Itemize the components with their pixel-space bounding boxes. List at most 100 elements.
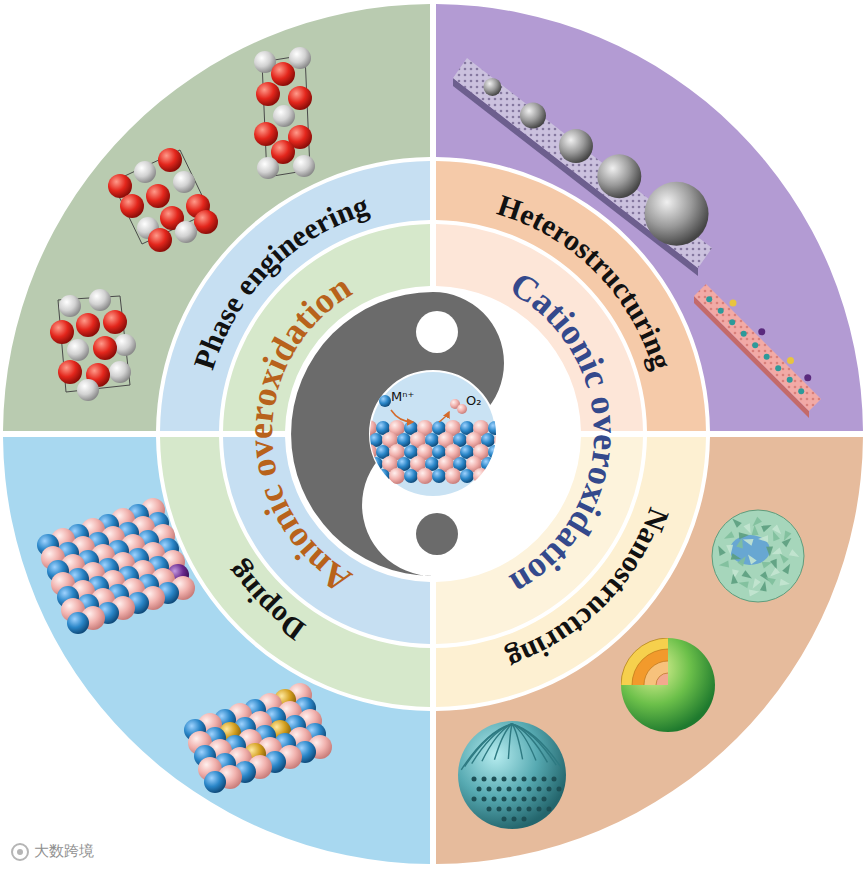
atom xyxy=(417,468,433,484)
atom xyxy=(488,421,502,435)
atom xyxy=(354,456,370,472)
atom xyxy=(473,468,489,484)
nanosheet xyxy=(789,549,799,557)
center-disc xyxy=(370,371,496,497)
pore xyxy=(482,797,487,802)
sheet-edge xyxy=(694,296,809,418)
yin-yang-dot xyxy=(416,513,458,555)
metal-atom xyxy=(134,161,156,183)
nanosheet xyxy=(752,525,759,535)
atom xyxy=(376,469,390,483)
nanoparticle xyxy=(559,129,593,163)
nanosheet xyxy=(748,554,757,564)
atom xyxy=(804,374,811,381)
pore xyxy=(502,817,507,822)
pore xyxy=(527,807,532,812)
watermark-logo xyxy=(12,844,28,860)
metal-atom xyxy=(59,295,81,317)
nanosheet xyxy=(738,581,749,588)
ring-sector xyxy=(436,437,706,707)
atom xyxy=(787,357,794,364)
atom xyxy=(752,342,758,348)
species-label: O₂ xyxy=(466,394,481,407)
pore xyxy=(492,797,497,802)
pore xyxy=(512,777,517,782)
metal-atom xyxy=(109,361,131,383)
nanosheet xyxy=(731,574,738,584)
nanosheet xyxy=(780,579,790,586)
atom xyxy=(741,331,747,337)
rib xyxy=(512,724,556,765)
nanoparticle xyxy=(483,78,501,96)
center-circle: Mⁿ⁺O₂ xyxy=(369,370,497,498)
oxygen-molecule xyxy=(457,404,467,414)
atom xyxy=(432,469,446,483)
nanosheet xyxy=(718,545,726,555)
arrow xyxy=(391,410,413,422)
metal-ion xyxy=(379,395,391,407)
2d-sheet xyxy=(694,284,821,411)
pore xyxy=(537,787,542,792)
metal-atom xyxy=(175,221,197,243)
atom xyxy=(764,354,770,360)
pore xyxy=(512,797,517,802)
pore xyxy=(487,787,492,792)
atom xyxy=(730,300,737,307)
metal-atom xyxy=(289,47,311,69)
nanosheet xyxy=(753,578,761,588)
pore xyxy=(522,797,527,802)
pore xyxy=(552,777,557,782)
atom xyxy=(718,308,724,314)
atom xyxy=(67,612,89,634)
yin-yang-dot xyxy=(416,311,458,353)
nanosheet xyxy=(762,562,773,569)
nanosheet xyxy=(732,518,742,527)
atom xyxy=(488,445,502,459)
atom xyxy=(204,771,226,793)
oxygen-atom xyxy=(108,174,132,198)
atom xyxy=(361,468,377,484)
oxygen-atom xyxy=(146,184,170,208)
atom xyxy=(494,456,510,472)
shell-layer xyxy=(644,661,668,685)
porous-sphere xyxy=(458,721,566,829)
atom xyxy=(348,421,362,435)
nanosheet xyxy=(780,554,789,564)
oxygen-atom xyxy=(254,122,278,146)
pore xyxy=(502,797,507,802)
nanoparticle xyxy=(597,154,641,198)
metal-atom xyxy=(114,334,136,356)
metal-atom xyxy=(67,339,89,361)
pore xyxy=(557,787,562,792)
pore xyxy=(532,797,537,802)
oxygen-atom xyxy=(271,62,295,86)
pore xyxy=(522,817,527,822)
pore xyxy=(537,807,542,812)
pore xyxy=(547,807,552,812)
nanosheet xyxy=(760,571,769,581)
oxygen-atom xyxy=(50,320,74,344)
oxygen-atom xyxy=(158,148,182,172)
pore xyxy=(542,797,547,802)
metal-atom xyxy=(257,157,279,179)
pore xyxy=(487,807,492,812)
arrow xyxy=(439,412,449,422)
pore xyxy=(547,787,552,792)
nanosheet xyxy=(760,581,767,591)
nanoparticle xyxy=(645,182,709,246)
atom xyxy=(404,469,418,483)
nanosheet xyxy=(726,545,733,555)
cutaway xyxy=(621,638,668,685)
pore xyxy=(532,777,537,782)
watermark-logo xyxy=(17,849,23,855)
pore xyxy=(497,807,502,812)
nanosheet xyxy=(766,547,773,557)
metal-atom xyxy=(293,155,315,177)
ring-label: Anionic overoxidation xyxy=(240,267,358,602)
atom xyxy=(354,432,370,448)
nanosheet xyxy=(770,567,780,576)
oxygen-atom xyxy=(76,313,100,337)
pore xyxy=(512,817,517,822)
nanosheet xyxy=(784,530,792,540)
